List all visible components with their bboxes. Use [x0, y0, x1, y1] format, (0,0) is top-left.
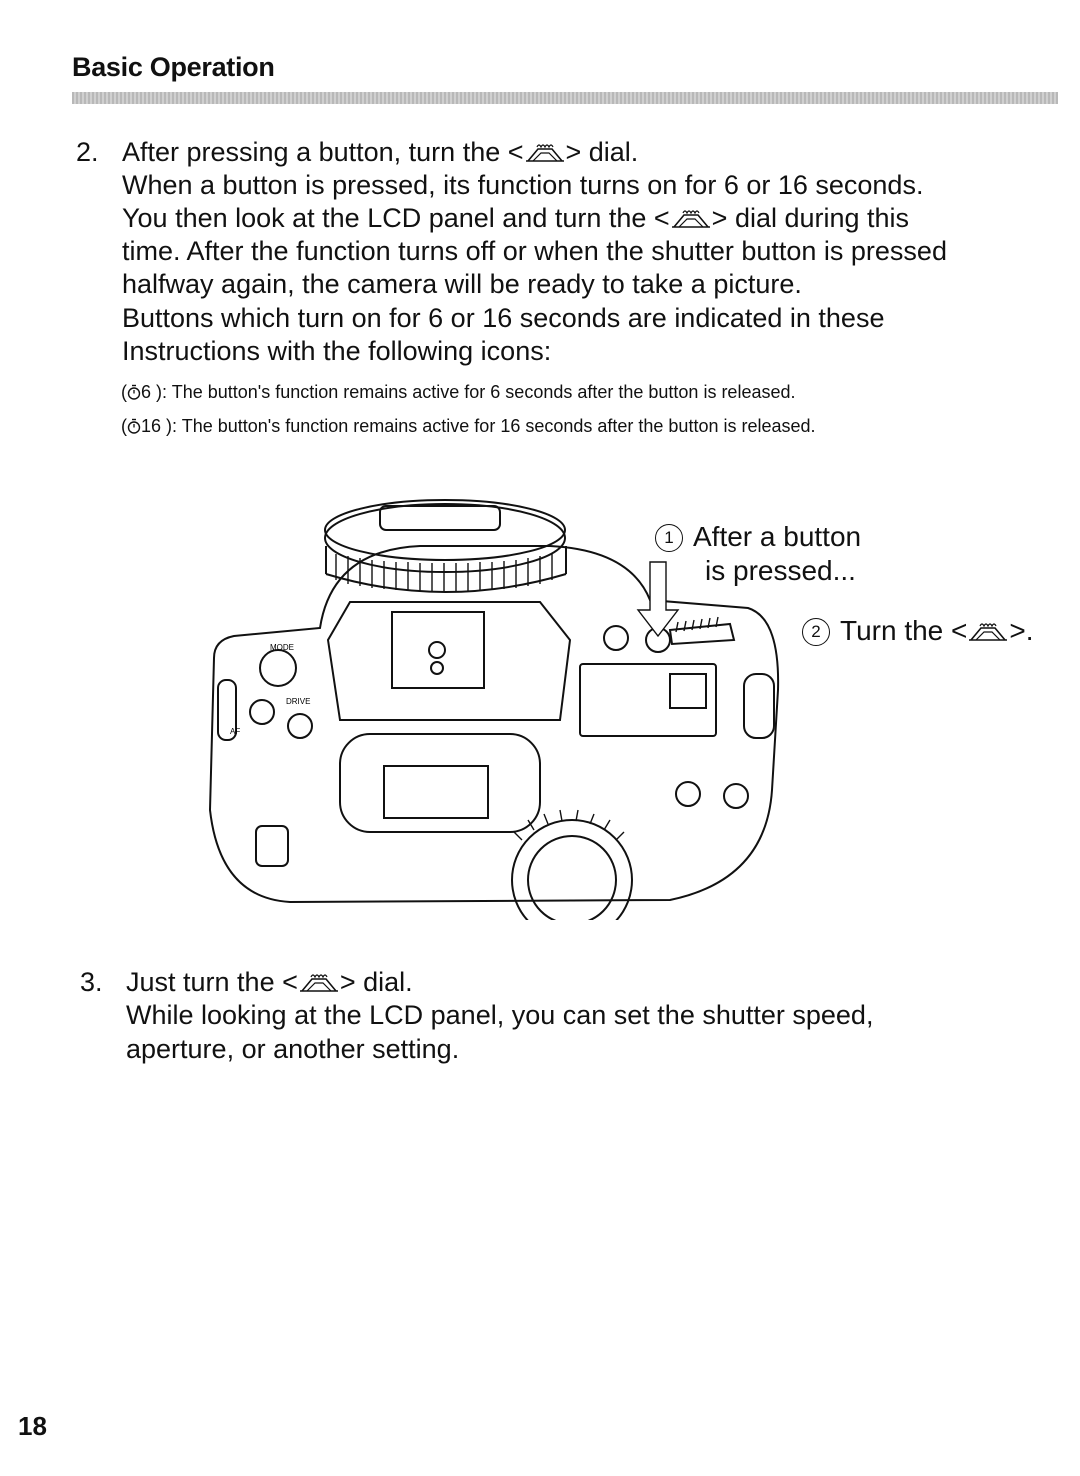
camera-label-mode: MODE	[270, 643, 294, 652]
callout-1-line-2: is pressed...	[705, 555, 856, 586]
step-2-heading-pre: After pressing a button, turn the <	[122, 137, 524, 167]
step-2-number: 2.	[76, 137, 99, 167]
section-header: Basic Operation	[72, 52, 275, 82]
camera-label-drive: DRIVE	[286, 697, 310, 706]
line-2-post: > dial during this	[711, 203, 910, 233]
step-2-para-2-line-2: Instructions with the following icons:	[122, 336, 552, 366]
header-rule	[72, 92, 1058, 104]
callout-2-post: >.	[1009, 615, 1034, 646]
step-3-heading: Just turn the < > dial.	[126, 966, 1058, 999]
callout-2: 2 Turn the < >.	[802, 614, 1034, 648]
step-2-heading-post: > dial.	[565, 137, 639, 167]
step-3-line-2: aperture, or another setting.	[126, 1034, 460, 1064]
timer-icon	[127, 384, 141, 400]
step-3-heading-pre: Just turn the <	[126, 967, 298, 997]
callout-1-number: 1	[655, 524, 683, 552]
camera-top-illustration: MODE DRIVE AF	[208, 499, 780, 920]
step-3-number: 3.	[80, 967, 103, 997]
callout-1: 1 After a button	[655, 520, 861, 554]
step-2-heading: After pressing a button, turn the < > dia…	[122, 136, 1058, 169]
main-dial-icon	[670, 207, 712, 229]
callout-2-number: 2	[802, 618, 830, 646]
step-2-para-1-line-2: You then look at the LCD panel and turn …	[122, 202, 1058, 235]
step-2-para-1-line-3: time. After the function turns off or wh…	[122, 236, 947, 266]
callout-1-line-1: After a button	[693, 521, 862, 552]
main-dial-icon	[967, 620, 1009, 642]
step-3-heading-post: > dial.	[339, 967, 413, 997]
step-3-line-1: While looking at the LCD panel, you can …	[126, 1000, 874, 1030]
main-dial-icon	[524, 141, 566, 163]
timer-icon	[127, 418, 141, 434]
step-2-para-1-line-1: When a button is pressed, its function t…	[122, 170, 924, 200]
note-16-seconds: (16 ): The button's function remains act…	[121, 416, 816, 436]
main-dial-icon	[298, 971, 340, 993]
step-2-para-1-line-4: halfway again, the camera will be ready …	[122, 269, 802, 299]
camera-label-af: AF	[230, 727, 240, 736]
page-number: 18	[18, 1411, 47, 1441]
step-2-para-2-line-1: Buttons which turn on for 6 or 16 second…	[122, 303, 885, 333]
note-6-seconds: (6 ): The button's function remains acti…	[121, 382, 796, 402]
line-2-pre: You then look at the LCD panel and turn …	[122, 203, 670, 233]
callout-2-pre: Turn the <	[840, 615, 968, 646]
